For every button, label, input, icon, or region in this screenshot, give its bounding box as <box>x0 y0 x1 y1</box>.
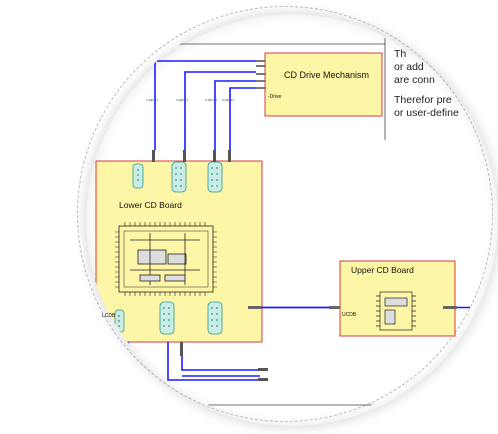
svg-text:signal: signal <box>146 98 159 102</box>
upper-cd-board-label: Upper CD Board <box>351 265 414 275</box>
notes-line-5: or user-define <box>394 107 459 119</box>
svg-text:signal: signal <box>176 98 189 102</box>
svg-text:signal: signal <box>205 98 218 102</box>
cd-drive-sublabel: -Drive <box>268 94 282 100</box>
upper-board-ic <box>376 291 416 331</box>
notes-line-3: are conn <box>394 74 435 86</box>
upper-left-pin <box>329 306 341 309</box>
notes-line-4: Therefor pre <box>394 94 452 106</box>
notes-line-2: or add <box>394 61 424 73</box>
notes-line-1: Th <box>394 48 407 60</box>
upper-cd-board-sublabel: UCDB <box>342 312 357 318</box>
cd-drive-block <box>264 52 383 117</box>
cd-drive-label: CD Drive Mechanism <box>284 70 370 80</box>
lower-cd-board-sublabel: LCDB <box>102 313 116 319</box>
upper-right-pin <box>443 306 457 309</box>
svg-text:signal: signal <box>222 98 235 102</box>
lower-board-ic-pins <box>115 222 217 296</box>
drive-pins <box>256 60 266 89</box>
lower-cd-board-label: Lower CD Board <box>119 200 182 210</box>
lower-bottom-wires <box>127 342 260 381</box>
lower-top-connectors <box>132 161 223 193</box>
notes-text: Th or add are conn Therefor pre or user-… <box>394 48 494 120</box>
lower-right-pin <box>248 306 262 309</box>
drive-wires <box>154 60 256 150</box>
lower-board-ic <box>118 225 214 293</box>
magnifier-dashed-ring <box>77 6 493 422</box>
